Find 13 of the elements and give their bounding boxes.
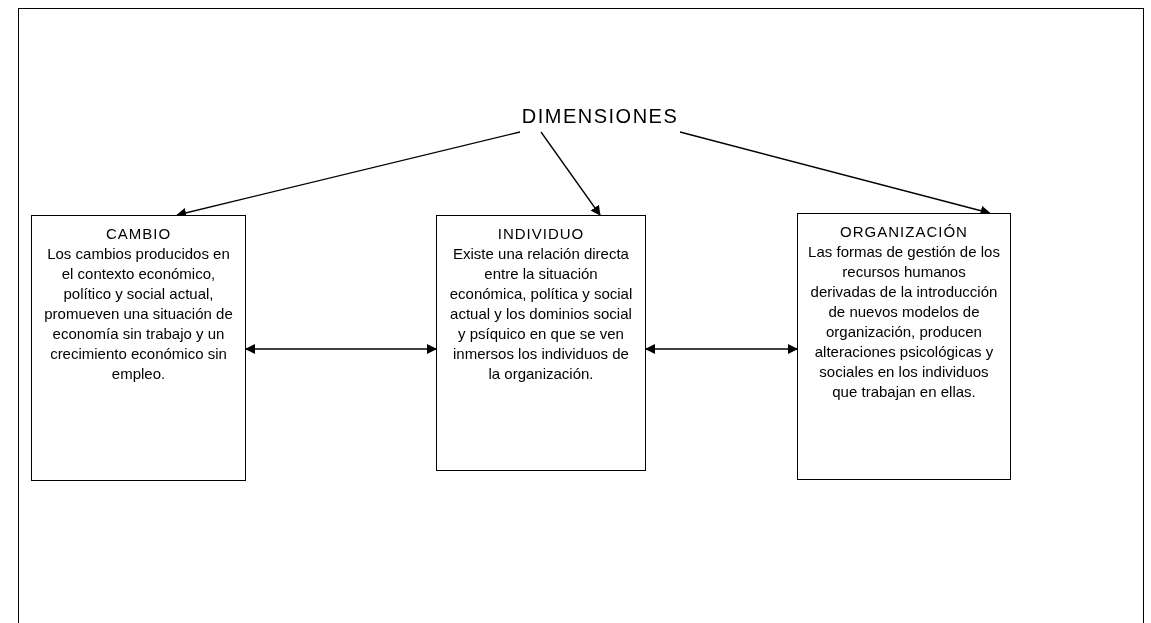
text-box	[436, 215, 646, 471]
text-box	[31, 215, 246, 481]
heading: DIMENSIONES	[521, 106, 679, 126]
arrow	[540, 131, 601, 216]
box-description: Los cambios producidos en el contexto económico, político y social actual, promueven una situación de economía sin trabajo y un crecimiento económico sin empleo.	[43, 244, 234, 384]
box-heading: INDIVIDUO	[497, 224, 585, 244]
box-description: Existe una relación directa entre la situación económica, política y social actual y los dominios social y psíquico en que se ven inmersos los individuos de la organización.	[448, 244, 634, 384]
text-box	[797, 213, 1011, 480]
box-heading: ORGANIZACIÓN	[840, 222, 968, 242]
box-description: Las formas de gestión de los recursos humanos derivadas de la introducción de nuevos modelos de organización, producen alteraciones psicológicas y sociales en los individuos que trabajan en ellas.	[808, 242, 1000, 402]
arrow	[245, 344, 437, 354]
arrow	[645, 344, 798, 354]
box-heading: CAMBIO	[105, 224, 172, 244]
